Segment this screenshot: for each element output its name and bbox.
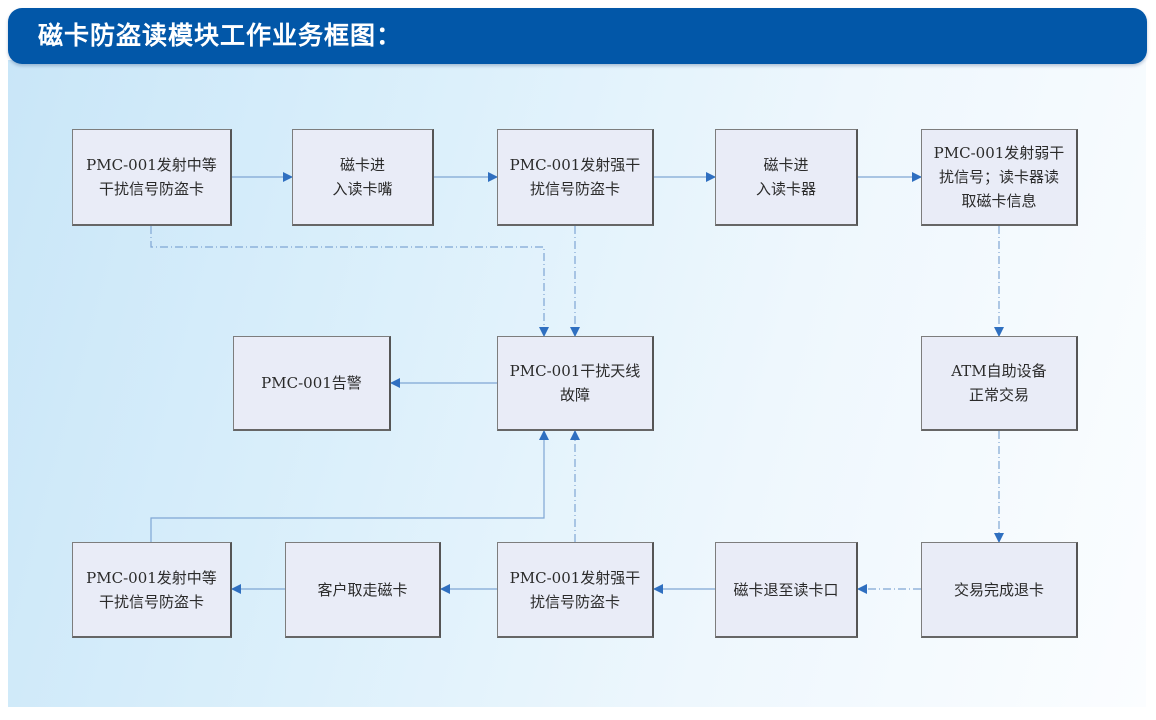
- node-antenna-fault: PMC-001干扰天线 故障: [497, 336, 654, 431]
- node-customer-takes-card: 客户取走磁卡: [285, 542, 441, 638]
- node-strong-interference-card-top: PMC-001发射强干 扰信号防盗卡: [497, 129, 654, 226]
- node-card-returned-to-slot: 磁卡退至读卡口: [715, 542, 858, 638]
- node-atm-normal-transaction: ATM自助设备 正常交易: [921, 336, 1078, 431]
- node-card-enters-slot: 磁卡进 入读卡嘴: [292, 129, 434, 226]
- title-bar: 磁卡防盗读模块工作业务框图：: [8, 8, 1147, 64]
- node-medium-interference-card-top: PMC-001发射中等 干扰信号防盗卡: [72, 129, 232, 226]
- page-title: 磁卡防盗读模块工作业务框图：: [38, 21, 403, 50]
- node-weak-interference-read-card: PMC-001发射弱干 扰信号；读卡器读 取磁卡信息: [921, 129, 1078, 226]
- arrow-n1-n7: [150, 226, 549, 337]
- node-alarm: PMC-001告警: [233, 336, 391, 431]
- node-strong-interference-card-bottom: PMC-001发射强干 扰信号防盗卡: [497, 542, 654, 638]
- arrow-n9-n7: [150, 430, 549, 542]
- node-card-enters-reader: 磁卡进 入读卡器: [715, 129, 858, 226]
- node-transaction-complete-eject: 交易完成退卡: [921, 542, 1078, 638]
- node-medium-interference-card-bottom: PMC-001发射中等 干扰信号防盗卡: [72, 542, 232, 638]
